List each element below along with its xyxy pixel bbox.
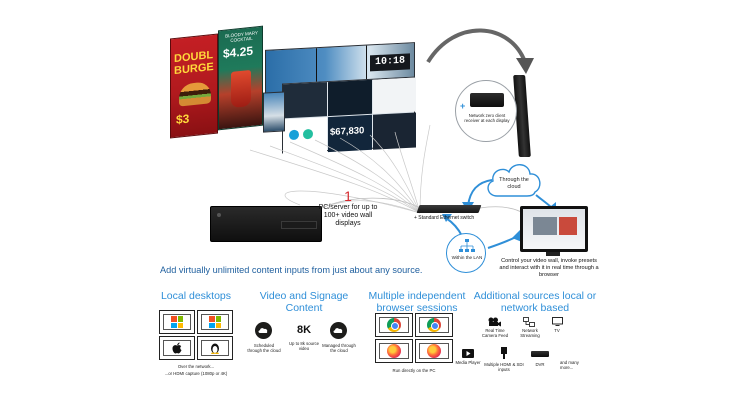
local-caption-1: Over the network...: [177, 364, 215, 369]
windows-tile-2: [197, 310, 233, 334]
lan-circle: Within the LAN: [446, 233, 486, 273]
video-signage-title: Video and Signage Content: [259, 290, 349, 315]
server-pc: [210, 206, 322, 242]
dvr-icon: [531, 351, 549, 357]
additional-item-streaming: Network Streaming: [520, 328, 540, 339]
linux-tile: [197, 336, 233, 360]
additional-item-hdmi: Multiple HDMI & SDI inputs: [484, 362, 524, 373]
linux-penguin-icon: [211, 343, 219, 354]
additional-item-media-player: Media Player: [455, 360, 481, 365]
switch-label: + Standard Ethernet switch: [414, 215, 475, 221]
chrome-tile-2: [415, 313, 453, 337]
camera-icon: [488, 317, 501, 327]
firefox-tile-2: [415, 339, 453, 363]
zero-client-device: [470, 93, 504, 107]
cloud-schedule-icon: [255, 322, 272, 339]
firefox-icon: [387, 344, 401, 358]
monitor-stand: [546, 252, 560, 256]
windows-icon: [209, 316, 221, 328]
ethernet-switch: [416, 205, 482, 213]
additional-sources-title: Additional sources local or network base…: [473, 290, 597, 315]
chrome-icon: [387, 318, 401, 332]
cloud-label: Through the cloud: [499, 177, 529, 190]
browser-sessions-title: Multiple independent browser sessions: [368, 290, 466, 315]
local-desktops-title: Local desktops: [160, 290, 232, 302]
control-text: Control your video wall, invoke presets …: [499, 258, 599, 278]
network-streaming-icon: [523, 317, 535, 327]
additional-item-tv: TV: [554, 328, 560, 333]
tv-icon: [552, 317, 563, 326]
video-item-2: Up to 8k source video: [288, 341, 320, 352]
browser-caption: Run directly on the PC: [392, 368, 436, 373]
hdmi-sdi-icon: [501, 347, 507, 359]
apple-tile: [159, 336, 195, 360]
chrome-icon: [427, 318, 441, 332]
chrome-tile-1: [375, 313, 413, 337]
server-count: 1: [344, 188, 352, 204]
firefox-icon: [427, 344, 441, 358]
media-player-icon: [462, 349, 474, 358]
headline: Add virtually unlimited content inputs f…: [160, 265, 423, 275]
local-caption-2: ...or HDMI capture (1080p or 4K): [164, 371, 228, 376]
additional-item-dvr: DVR: [535, 362, 545, 367]
eight-k-label: 8K: [296, 324, 312, 336]
firefox-tile-1: [375, 339, 413, 363]
server-label: PC/server for up to 100+ video wall disp…: [318, 204, 378, 228]
network-tree-icon: [459, 239, 475, 252]
cloud-icon: [487, 164, 541, 197]
plus-icon: +: [460, 101, 466, 111]
video-item-3: Managed through the cloud: [322, 343, 356, 354]
receiver-callout: + Network zero client receiver at each d…: [455, 80, 517, 142]
video-item-1: Scheduled through the cloud: [247, 343, 281, 354]
receiver-label: Network zero client receiver at each dis…: [464, 113, 510, 124]
apple-icon: [172, 342, 182, 354]
windows-tile-1: [159, 310, 195, 334]
control-monitor: [520, 206, 588, 252]
lan-label: Within the LAN: [451, 255, 483, 260]
additional-item-camera: Real Time Camera Feed: [481, 328, 509, 339]
additional-item-more: and many more...: [560, 360, 579, 371]
windows-icon: [171, 316, 183, 328]
cloud-managed-icon: [330, 322, 347, 339]
